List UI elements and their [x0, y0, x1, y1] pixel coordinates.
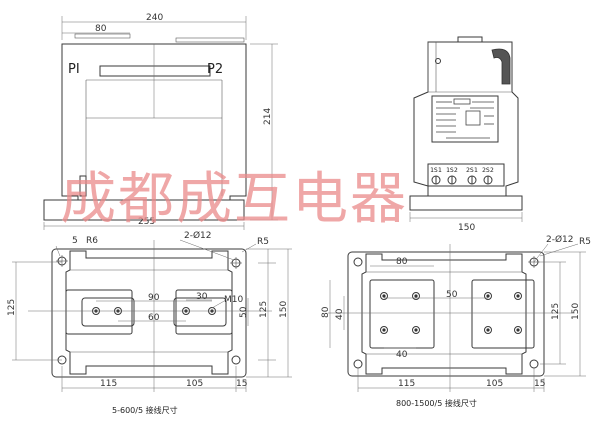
- caption-left: 5-600/5 接线尺寸: [112, 405, 178, 415]
- dim-125-right-left: 125: [259, 301, 269, 318]
- terminal-1s2: 1S2: [446, 166, 458, 174]
- dim-150-right: 150: [571, 303, 581, 320]
- holes-label-left: 2-Ø12: [184, 230, 212, 241]
- dim-60-left: 60: [148, 313, 160, 323]
- dim-150-left: 150: [279, 301, 289, 318]
- dim-90-left: 90: [148, 293, 160, 303]
- lifting-hook: [491, 48, 511, 85]
- dim-115-left: 115: [100, 379, 117, 389]
- holes-label-right: 2-Ø12: [546, 234, 574, 245]
- dim-5-left: 5: [72, 236, 78, 246]
- side-view: 1S1 1S2 2S1 2S2 150: [409, 36, 523, 233]
- dim-125-right: 125: [551, 303, 561, 320]
- dim-50-right: 50: [446, 290, 458, 300]
- r5-label-left: R5: [257, 237, 269, 247]
- dim-214: 214: [263, 108, 273, 125]
- caption-right: 800-1500/5 接线尺寸: [396, 398, 477, 408]
- dim-255: 255: [138, 217, 155, 227]
- plan-view-right: 80 50 80 40 40 125 150 2-Ø12 R5 115 105 …: [321, 234, 591, 408]
- dim-115-right: 115: [398, 379, 415, 389]
- r5-label-right: R5: [579, 237, 591, 247]
- dim-125-left: 125: [7, 299, 17, 316]
- dim-240: 240: [146, 13, 163, 23]
- dim-50-left: 50: [239, 306, 249, 318]
- dim-105-right: 105: [486, 379, 503, 389]
- terminal-2s2: 2S2: [482, 166, 494, 174]
- nameplate: [431, 95, 499, 143]
- dim-40-bottom-right: 40: [396, 350, 408, 360]
- dim-150-side: 150: [458, 223, 475, 233]
- terminal-1s1: 1S1: [430, 166, 442, 174]
- dim-30-left: 30: [196, 292, 208, 302]
- front-view: 240 80 PI P2 214 255: [43, 13, 278, 230]
- dim-80: 80: [95, 24, 107, 34]
- plan-view-left: 90 60 30 M10 50 125 125 150 5 R6 2-Ø12 R…: [7, 230, 292, 415]
- m10-label: M10: [224, 295, 243, 305]
- p1-label: PI: [68, 62, 80, 77]
- dim-105-left: 105: [186, 379, 203, 389]
- dim-15-left: 15: [236, 379, 247, 389]
- terminal-2s1: 2S1: [466, 166, 478, 174]
- dim-40-left-right: 40: [335, 308, 345, 320]
- dim-80-top-right: 80: [396, 257, 408, 267]
- watermark: 成都成互电器: [60, 167, 408, 232]
- dim-80-left-right: 80: [321, 306, 331, 318]
- dim-15-right: 15: [534, 379, 545, 389]
- r6-label: R6: [86, 236, 98, 246]
- terminal-screws: [431, 175, 493, 185]
- terminal-block: [427, 163, 505, 187]
- p2-label: P2: [207, 62, 223, 77]
